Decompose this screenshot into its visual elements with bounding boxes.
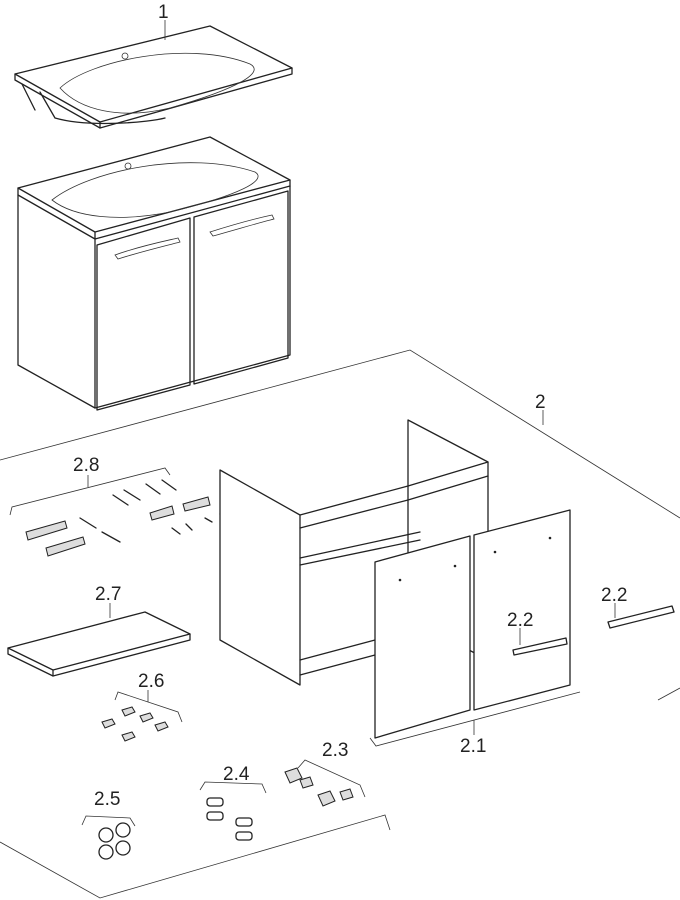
label-handle-loose: 2.2 xyxy=(601,585,627,606)
washbasin xyxy=(14,25,293,129)
label-washbasin: 1 xyxy=(158,2,169,23)
label-shelf: 2.7 xyxy=(95,584,121,605)
assembled-cabinet xyxy=(17,136,291,411)
cabinet-doors xyxy=(374,509,571,739)
fixing-set xyxy=(9,467,227,557)
buffers xyxy=(206,797,253,841)
hinges xyxy=(284,767,354,807)
feet xyxy=(98,822,131,860)
label-shelf-supports: 2.6 xyxy=(138,671,164,692)
shelf xyxy=(7,611,191,677)
label-feet: 2.5 xyxy=(94,789,120,810)
label-handle-mounted: 2.2 xyxy=(507,610,533,631)
group-outline xyxy=(0,349,680,519)
label-doors: 2.1 xyxy=(460,736,486,757)
handle-mounted xyxy=(512,637,568,656)
shelf-supports xyxy=(101,706,169,742)
handle-loose xyxy=(607,605,675,629)
label-fixing-set: 2.8 xyxy=(73,455,99,476)
label-cabinet: 2 xyxy=(535,392,546,413)
label-buffers: 2.4 xyxy=(223,764,250,785)
label-hinges: 2.3 xyxy=(322,740,348,761)
